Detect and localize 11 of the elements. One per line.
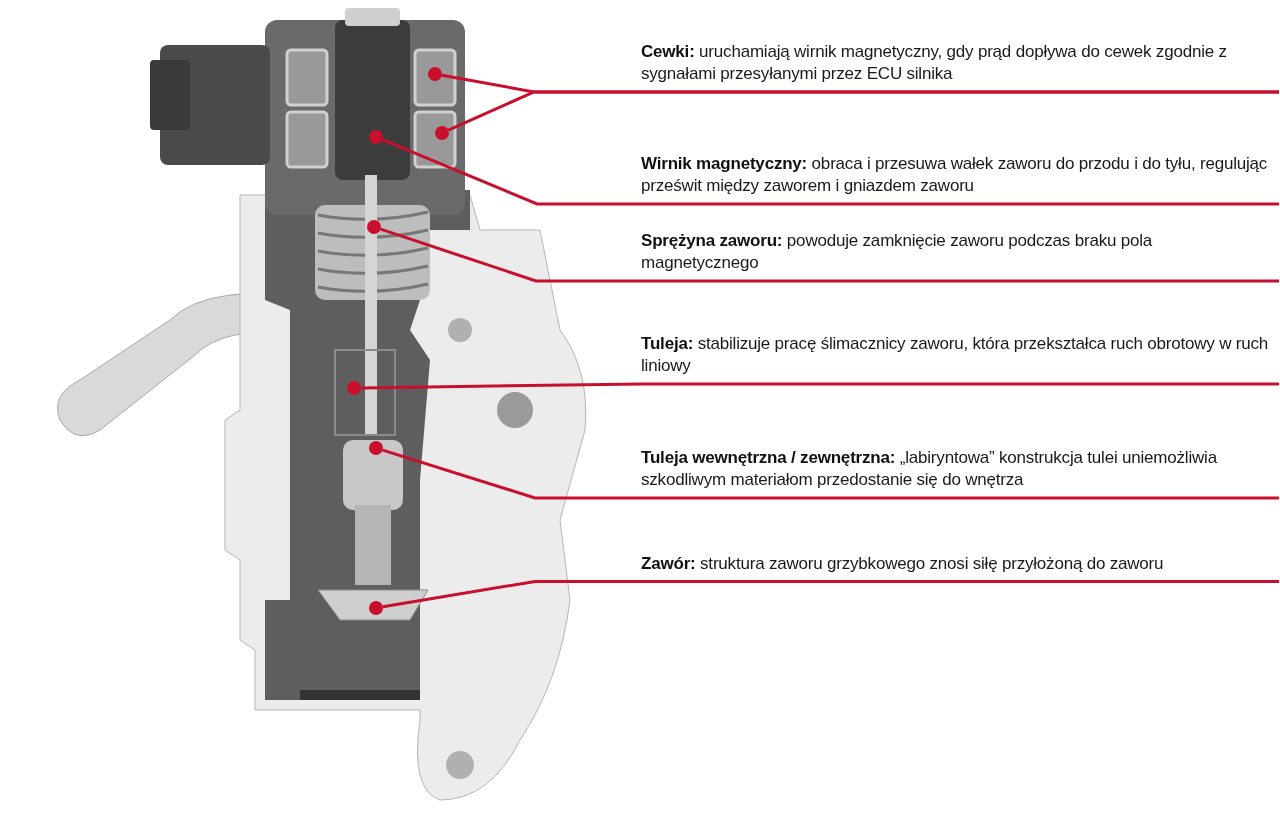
leader-line bbox=[379, 227, 1280, 283]
callout-text: Zawór: struktura zaworu grzybkowego znosi siłę przyłożoną do zaworu bbox=[641, 553, 1271, 583]
leader-line bbox=[381, 579, 1280, 609]
callout-text: Wirnik magnetyczny: obraca i przesuwa wałek zaworu do przodu i do tyłu, regulując prześwit między zaworem i gniazdem zaworu bbox=[641, 153, 1271, 205]
leader-line bbox=[381, 138, 1280, 206]
callout-text: Tuleja wewnętrzna / zewnętrzna: „labiryntowa” konstrukcja tulei uniemożliwia szkodliwym materiałom przedostanie się do wnętrza bbox=[641, 447, 1271, 499]
leader-line bbox=[446, 90, 1280, 132]
callout-text: Tuleja: stabilizuje pracę ślimacznicy zaworu, która przekształca ruch obrotowy w ruch liniowy bbox=[641, 333, 1271, 385]
leader-line bbox=[359, 382, 1280, 390]
callout-text: Sprężyna zaworu: powoduje zamknięcie zaworu podczas braku pola magnetycznego bbox=[641, 230, 1271, 282]
callout-text: Cewki: uruchamiają wirnik magnetyczny, gdy prąd dopływa do cewek zgodnie z sygnałami przesyłanymi przez ECU silnika bbox=[641, 41, 1271, 93]
